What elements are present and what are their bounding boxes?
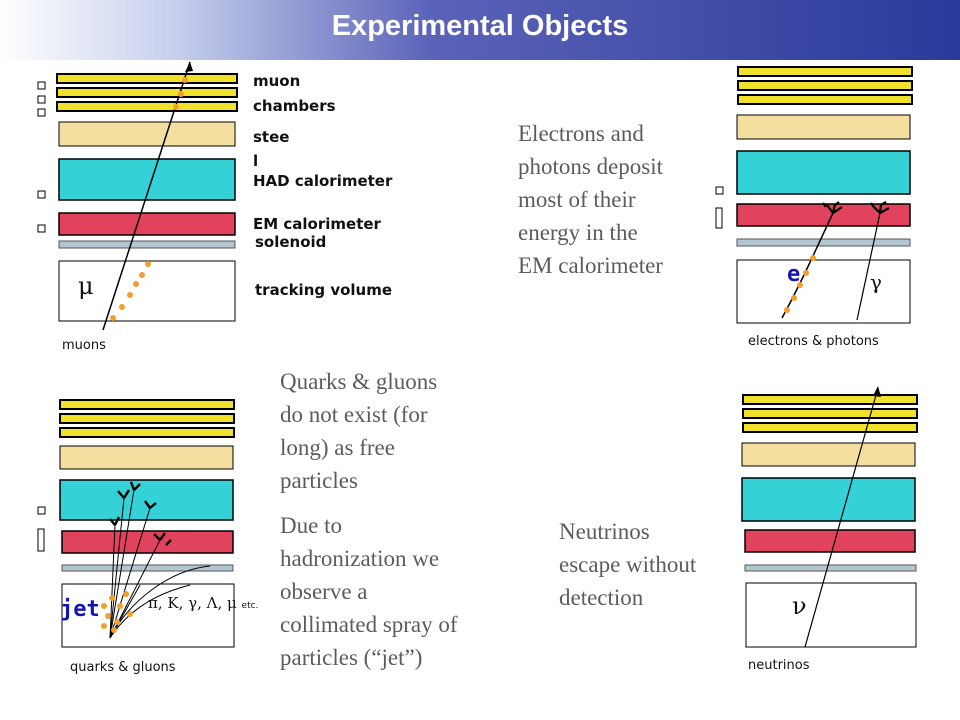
hadronization-desc-line: hadronization we <box>280 546 440 571</box>
tracking-volume-jet <box>61 583 235 648</box>
hadronization-desc-line: particles (“jet”) <box>280 645 423 670</box>
muon-chambers-label: muon <box>253 72 301 90</box>
steel-layer-nu <box>741 442 916 467</box>
muon-chambers-nu <box>742 394 918 433</box>
photon-symbol: γ <box>870 270 882 294</box>
steel-layer-ep <box>736 114 911 140</box>
solenoid-layer-nu <box>744 564 917 572</box>
muon-chambers-label-2: chambers <box>253 97 336 115</box>
solenoid-label: solenoid <box>255 233 327 251</box>
qg-desc-line: Quarks & gluons <box>280 369 438 394</box>
muon-chambers-jet <box>59 399 235 438</box>
jet-showers <box>109 481 172 546</box>
muon-chambers-ep <box>737 66 913 105</box>
jet-particles-label: π, K, γ, Λ, μ etc. <box>148 594 259 612</box>
qg-desc-line: do not exist (for <box>280 402 428 427</box>
solenoid-layer-ep <box>736 238 911 247</box>
electron-track-hits <box>784 255 816 313</box>
hadronization-desc-line: Due to <box>280 513 342 538</box>
nu-desc-line: escape without <box>559 552 697 577</box>
had-calorimeter-layer-jet <box>59 479 234 521</box>
jet-label: jet <box>60 597 100 622</box>
steel-label-2: l <box>253 152 259 170</box>
steel-layer <box>58 121 236 147</box>
em-calorimeter-layer <box>58 212 236 236</box>
neutrinos-caption: neutrinos <box>748 658 810 673</box>
tracking-volume-nu <box>745 582 917 648</box>
neutrino-symbol: ν <box>792 592 807 620</box>
em-calorimeter-layer-jet <box>61 530 234 554</box>
photon-track <box>856 212 881 321</box>
side-markers-ep <box>715 186 724 229</box>
quarks-gluons-caption: quarks & gluons <box>70 660 176 675</box>
steel-label: stee <box>253 128 290 146</box>
jet-spray <box>109 489 211 639</box>
hadronization-desc-line: collimated spray of <box>280 612 458 637</box>
ep-desc-line: EM calorimeter <box>518 253 663 278</box>
tracking-volume-label: tracking volume <box>255 281 393 299</box>
side-markers-jet <box>37 506 46 552</box>
had-calorimeter-layer-nu <box>741 477 916 522</box>
muon-symbol: μ <box>78 272 94 300</box>
electron-symbol: e <box>787 262 801 287</box>
had-calorimeter-label: HAD calorimeter <box>253 172 393 190</box>
solenoid-layer <box>58 240 236 249</box>
qg-desc-line: long) as free <box>280 435 395 460</box>
em-calorimeter-label: EM calorimeter <box>253 215 381 233</box>
neutrino-track <box>804 387 879 648</box>
page-title: Experimental Objects <box>331 10 629 42</box>
qg-desc-line: particles <box>280 468 358 493</box>
ep-desc-line: energy in the <box>518 220 638 245</box>
jet-track-hits <box>101 591 133 633</box>
electron-shower <box>822 201 843 214</box>
nu-desc-line: Neutrinos <box>559 519 650 544</box>
tracking-volume-ep <box>736 259 911 324</box>
side-markers <box>37 81 46 233</box>
photon-shower <box>870 201 890 214</box>
tracking-volume <box>58 260 236 322</box>
ep-desc-line: Electrons and <box>518 121 644 146</box>
em-calorimeter-layer-nu <box>744 529 916 553</box>
neutrino-track-arrowhead <box>873 386 881 397</box>
nu-desc-line: detection <box>559 585 644 610</box>
had-calorimeter-layer-ep <box>736 150 911 195</box>
ep-desc-line: photons deposit <box>518 154 664 179</box>
muon-track-arrowhead <box>185 62 193 72</box>
muon-track-hits <box>110 77 188 321</box>
electrons-photons-caption: electrons & photons <box>748 334 879 349</box>
hadronization-desc-line: observe a <box>280 579 368 604</box>
steel-layer-jet <box>59 445 234 470</box>
title-bar <box>0 0 960 60</box>
muons-caption: muons <box>62 338 106 353</box>
muon-chambers <box>56 73 238 112</box>
ep-desc-line: most of their <box>518 187 636 212</box>
